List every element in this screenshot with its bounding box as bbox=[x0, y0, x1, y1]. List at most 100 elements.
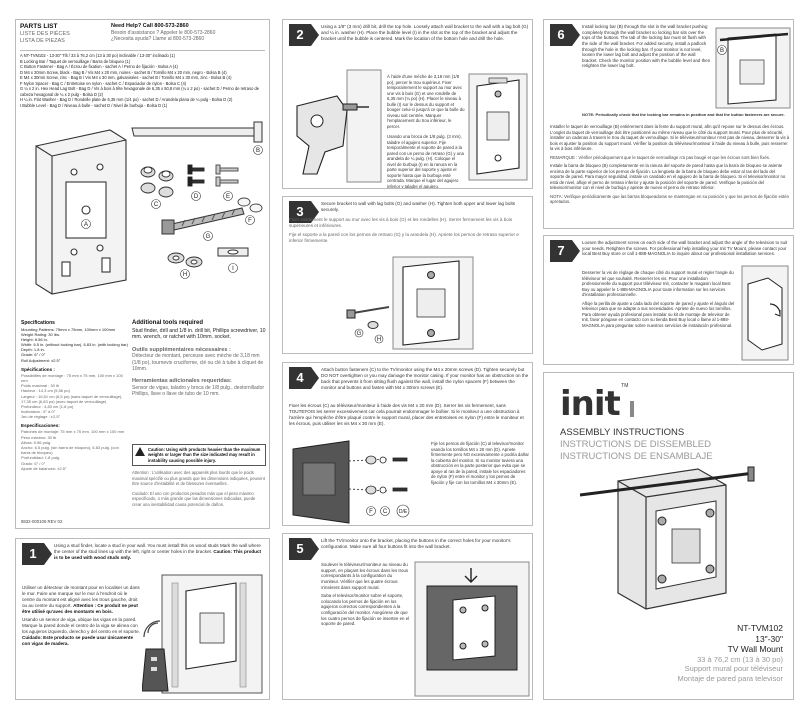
step-7-fr: Desserrer la vis de réglage de chaque cô… bbox=[582, 270, 734, 297]
spec-line-fr: Poids maximal : 30 lb bbox=[21, 383, 60, 389]
cover-name-es: Montaje de pared para televisor bbox=[677, 673, 783, 683]
spec-line-en: Depth: 1.8 in. bbox=[21, 347, 45, 353]
label-i: I bbox=[232, 266, 234, 272]
step-1-fr-caution: Attention : Ce produit ne peut être util… bbox=[22, 602, 138, 614]
brand-logo: init TM bbox=[560, 383, 628, 426]
step-3-es: Fije el soporte a la pared con los perno… bbox=[289, 231, 519, 243]
spec-line-fr: Largeur : 16,51 cm (6,5 po) (sans taquet… bbox=[21, 393, 123, 404]
step-7-panel: 7 Loosen the adjustment screw on each si… bbox=[543, 235, 794, 365]
spec-line-en: Mounting Patterns: 75mm x 75mm, 100mm x … bbox=[21, 326, 116, 332]
parts-list-item: F Nylon Spacer - Bag C / Entretoise en n… bbox=[20, 80, 187, 86]
zinc-screw-illustration bbox=[215, 164, 239, 187]
cover-titles: ASSEMBLY INSTRUCTIONS INSTRUCTIONS DE DI… bbox=[560, 427, 788, 463]
label-g: G bbox=[206, 234, 211, 240]
parts-list-item: I Bubble Level - Bag D / Niveau à bulle … bbox=[20, 102, 168, 108]
cover-model: NT-TVM102 bbox=[737, 623, 783, 633]
spec-line-es: Grado: 6° / 0° bbox=[21, 460, 46, 466]
cover-title-es: INSTRUCTIONS DE ENSAMBLAJE bbox=[560, 450, 713, 462]
cover-bracket-illustration bbox=[579, 466, 755, 610]
parts-list-item: C Button Fastener - Bag A / Écrou de fix… bbox=[20, 64, 178, 70]
step-1-translations: Utiliser un détecteur de montant pour en… bbox=[22, 585, 140, 650]
doc-code: 8832-000106 REV 02 bbox=[21, 518, 63, 524]
step-3-panel: 3 Secure bracket to wall with lag bolts … bbox=[282, 196, 533, 354]
step-6-panel: 6 Install locking bar (B) through the sl… bbox=[543, 19, 794, 229]
lag-bolt-illustration bbox=[161, 207, 245, 235]
step-2-number: 2 bbox=[289, 24, 319, 46]
step-6-translations: Installer le taquet de verrouillage (B) … bbox=[550, 124, 790, 208]
warning-icon bbox=[135, 447, 145, 456]
step-3-en: Secure bracket to wall with lag bolts (G… bbox=[321, 201, 516, 212]
step-1-number: 1 bbox=[22, 543, 52, 565]
cover-size-fr: 33 à 76,2 cm (13 à 30 po) bbox=[697, 654, 783, 664]
step-2-es: Usando una broca de 1/8 pulg. (3 mm), ta… bbox=[387, 134, 464, 189]
step-6-illustration: B bbox=[715, 27, 791, 109]
step-3-number: 3 bbox=[289, 201, 319, 223]
step-5-fr: Soulever le téléviseur/moniteur au nivea… bbox=[321, 562, 409, 590]
parts-title-fr: LISTE DES PIÈCES bbox=[20, 31, 70, 38]
tools-title-en: Additional tools required bbox=[132, 320, 204, 326]
parts-list-item: A NT-TVM102 - 13-30" Tilt / 33 à 76,2 cm… bbox=[20, 53, 175, 58]
step-6-en: Install locking bar (B) through the slot… bbox=[582, 24, 711, 69]
step-3-translations: Fixer solidement le support au mur avec … bbox=[289, 217, 529, 247]
step-6-es: Instale la barra de bloqueo (B) completa… bbox=[550, 163, 786, 190]
parts-illustration: A B C D E F G H I bbox=[35, 121, 263, 295]
step-4-es: Fije los pernos de fijación (C) al telev… bbox=[431, 441, 529, 485]
step-2-en: Using a 1/8" (3 mm) drill bit, drill the… bbox=[321, 24, 529, 41]
parts-list-item: G ¼ x 2 in. Hex Head Lag Bolt - Bag D / … bbox=[20, 86, 260, 97]
step-1-en: Using a stud finder, locate a stud in yo… bbox=[54, 543, 264, 561]
spec-line-es: Altura: 5.56 pulg. bbox=[21, 439, 52, 445]
step-6-note-fr: REMARQUE : Vérifier périodiquement que l… bbox=[550, 154, 771, 160]
cover-size: 13"-30" bbox=[755, 633, 783, 644]
step-5-number: 5 bbox=[289, 538, 319, 560]
step-4-panel: 4 Attach button fasteners (C) to the TV/… bbox=[282, 362, 533, 526]
step-5-es: Suba el televisor/monitor sobre el sopor… bbox=[321, 593, 410, 627]
cover-title-en: ASSEMBLY INSTRUCTIONS bbox=[560, 427, 685, 438]
step-1-fr-text: Utiliser un détecteur de montant pour en… bbox=[22, 585, 140, 608]
step-1-en-caution: Caution: This product is to be used with… bbox=[54, 548, 262, 560]
step-1-es-text: Usando un sensor de viga, ubique las vig… bbox=[22, 617, 140, 635]
step-2-illustration bbox=[296, 69, 382, 183]
washer-illustration bbox=[167, 252, 203, 268]
parts-list: A NT-TVM102 - 13-30" Tilt / 33 à 76,2 cm… bbox=[20, 53, 267, 108]
step-6-number: 6 bbox=[550, 24, 580, 46]
specs-fr-list: Possibilités de montage : 75 mm x 75 mm,… bbox=[21, 373, 129, 420]
cover-name-fr: Support mural pour téléviseur bbox=[684, 664, 783, 674]
step-5-illustration bbox=[414, 561, 530, 697]
step-3-label-h: H bbox=[377, 337, 381, 343]
step-2-fr: À l'aide d'une mèche de 3,18 mm (1/8 po)… bbox=[387, 74, 465, 129]
specs-en-list: Mounting Patterns: 75mm x 75mm, 100mm x … bbox=[21, 327, 129, 363]
parts-title-es: LISTA DE PIEZAS bbox=[20, 38, 65, 44]
caution-fr: Attention : L'utilisation avec des appar… bbox=[132, 470, 265, 487]
step-4-label-de: D/E bbox=[399, 509, 408, 515]
label-c: C bbox=[154, 202, 159, 208]
spec-line-fr: Inclinaison : 6° à 0° bbox=[21, 409, 56, 415]
cover-name-en: TV Wall Mount bbox=[727, 644, 783, 655]
step-4-label-c: C bbox=[383, 509, 388, 515]
spec-line-fr: Jeu de réglage : ±2,5° bbox=[21, 414, 61, 420]
spec-line-fr: Possibilités de montage : 75 mm x 75 mm,… bbox=[21, 372, 123, 383]
tools-title-fr: Outils supplémentaires nécessaires : bbox=[132, 346, 231, 353]
spec-line-es: Profundidad: 1.8 pulg. bbox=[21, 455, 61, 461]
step-7-translations: Desserrer la vis de réglage de chaque cô… bbox=[582, 270, 736, 331]
step-5-translations: Soulever le téléviseur/moniteur au nivea… bbox=[321, 562, 411, 630]
stud-finder-icon bbox=[142, 648, 169, 692]
step-6-note-en: NOTE: Periodically check that the lockin… bbox=[582, 112, 785, 117]
step-4-en: Attach button fasteners (C) to the TV/mo… bbox=[321, 367, 529, 390]
parts-list-item: E M4 x 30mm Screw, zinc - Bag B / Vis M4… bbox=[20, 75, 232, 81]
parts-divider bbox=[20, 50, 265, 51]
tools-body-es: Sensor de vigas, taladro y broca de 1/8 … bbox=[132, 385, 265, 398]
spec-line-en: Roll Adjustment: ±2.5° bbox=[21, 357, 61, 363]
spec-line-fr: Hauteur : 14,3 cm (5,56 po) bbox=[21, 388, 70, 394]
label-h: H bbox=[183, 272, 187, 278]
step-1-illustration bbox=[142, 574, 263, 694]
spec-line-es: Ajuste de balanceo: ±2.5° bbox=[21, 465, 67, 471]
spec-line-es: Ancho: 6.5 pulg. (sin barra de bloqueo),… bbox=[21, 445, 119, 456]
cover-product: NT-TVM102 13"-30" TV Wall Mount 33 à 76,… bbox=[678, 623, 783, 683]
help-en: Need Help? Call 800-573-2860 bbox=[111, 23, 189, 29]
step-7-en: Loosen the adjustment screw on each side… bbox=[582, 240, 788, 257]
step-2-bracket-illustration bbox=[468, 73, 528, 181]
parts-panel: PARTS LIST LISTE DES PIÈCES LISTA DE PIE… bbox=[15, 19, 270, 529]
step-1-en-text: Using a stud finder, locate a stud in yo… bbox=[54, 543, 261, 554]
help-block: Need Help? Call 800-573-2860 Besoin d'as… bbox=[111, 23, 266, 42]
step-3-illustration: G H bbox=[346, 256, 474, 350]
